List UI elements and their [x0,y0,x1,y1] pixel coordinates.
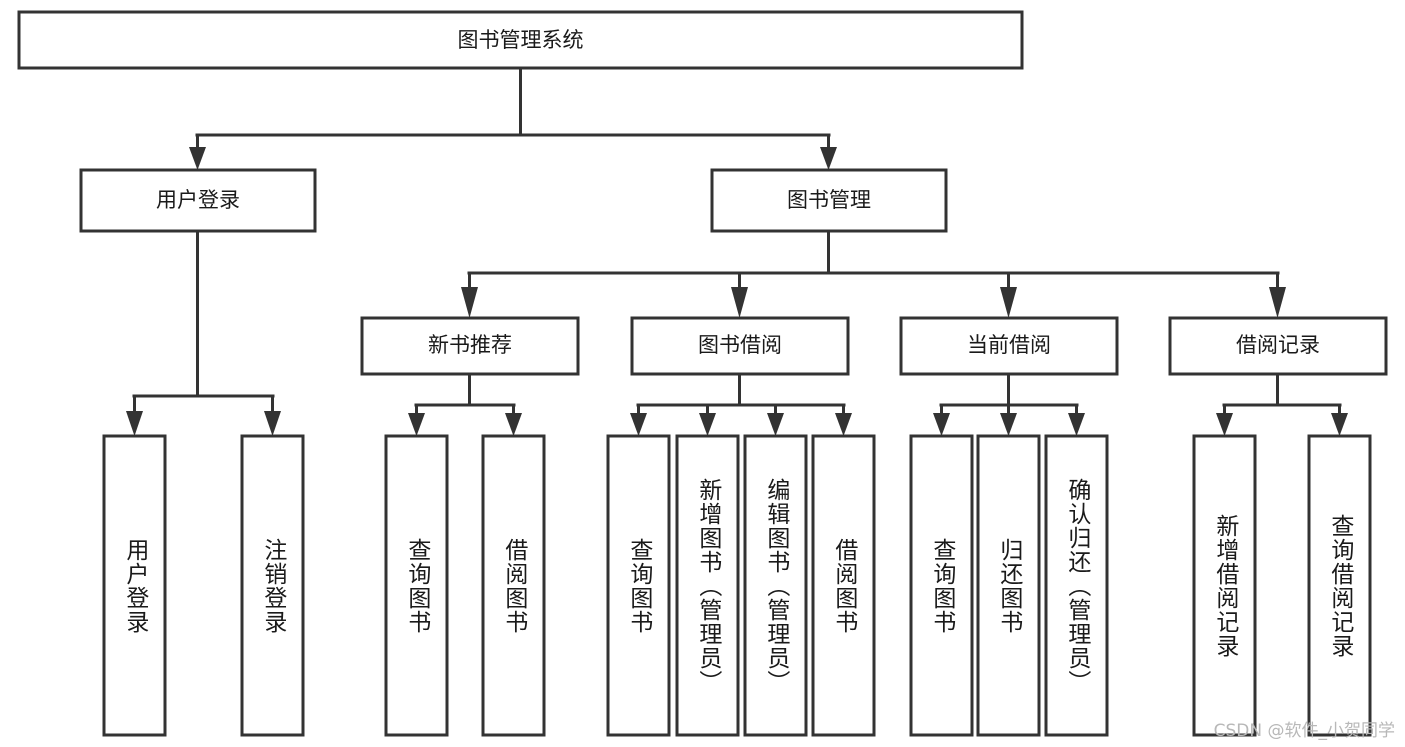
node-box-leaf-book-borrow-1[interactable] [606,434,671,737]
arrow-head-bookborrow-leaf-1 [630,413,647,436]
node-label-current-borrow: 当前借阅 [967,333,1051,357]
arrow-head-borrowrecords-leaf-2 [1331,413,1348,436]
arrow-head-currentborrow-leaf-3 [1068,413,1085,436]
arrow-head-bookborrow-leaf-4 [835,413,852,436]
node-box-leaf-book-borrow-3[interactable] [743,434,808,737]
node-label-borrow-records: 借阅记录 [1236,333,1320,357]
node-box-current-borrow[interactable] [899,316,1119,376]
node-box-leaf-current-borrow-2[interactable] [976,434,1041,737]
arrow-head-newbook-leaf-2 [505,413,522,436]
node-layer: 图书管理系统 用户登录 图书管理 新书推荐 图书借阅 当前借阅 借阅记录 [17,10,1388,737]
node-box-borrow-records[interactable] [1168,316,1388,376]
node-box-leaf-current-borrow-1[interactable] [909,434,974,737]
node-box-user-login[interactable] [79,168,317,233]
node-box-book-management[interactable] [710,168,948,233]
node-box-leaf-user-login-2[interactable] [240,434,305,737]
node-box-leaf-borrow-records-1[interactable] [1192,434,1257,737]
node-box-book-borrow[interactable] [630,316,850,376]
node-box-root[interactable] [17,10,1024,70]
arrow-head-to-borrow-records [1269,287,1286,318]
arrow-head-to-book-mgmt [820,147,837,170]
node-label-user-login: 用户登录 [156,188,240,212]
watermark-text: CSDN @软件_小贺同学 [1213,721,1395,741]
arrow-head-bookborrow-leaf-3 [767,413,784,436]
node-box-leaf-book-borrow-2[interactable] [675,434,740,737]
node-box-leaf-new-book-1[interactable] [384,434,449,737]
node-label-book-management: 图书管理 [787,188,871,212]
arrow-head-to-user-login [189,147,206,170]
node-box-leaf-new-book-2[interactable] [481,434,546,737]
arrow-head-to-new-book [461,287,478,318]
node-box-leaf-borrow-records-2[interactable] [1307,434,1372,737]
arrow-head-currentborrow-leaf-1 [933,413,950,436]
node-box-leaf-user-login-1[interactable] [102,434,167,737]
arrow-head-bookborrow-leaf-2 [699,413,716,436]
arrow-head-borrowrecords-leaf-1 [1216,413,1233,436]
node-box-leaf-current-borrow-3[interactable] [1044,434,1109,737]
arrow-head-userlogin-leaf-2 [264,411,281,436]
arrow-head-newbook-leaf-1 [408,413,425,436]
node-label-root: 图书管理系统 [458,28,584,52]
arrow-head-to-book-borrow [731,287,748,318]
arrow-head-currentborrow-leaf-2 [1000,413,1017,436]
node-label-new-book-recommend: 新书推荐 [428,333,512,357]
arrow-head-to-current-borrow [1000,287,1017,318]
connector-layer [126,66,1348,436]
node-label-book-borrow: 图书借阅 [698,333,782,357]
node-box-new-book-recommend[interactable] [360,316,580,376]
node-box-leaf-book-borrow-4[interactable] [811,434,876,737]
arrow-head-userlogin-leaf-1 [126,411,143,436]
